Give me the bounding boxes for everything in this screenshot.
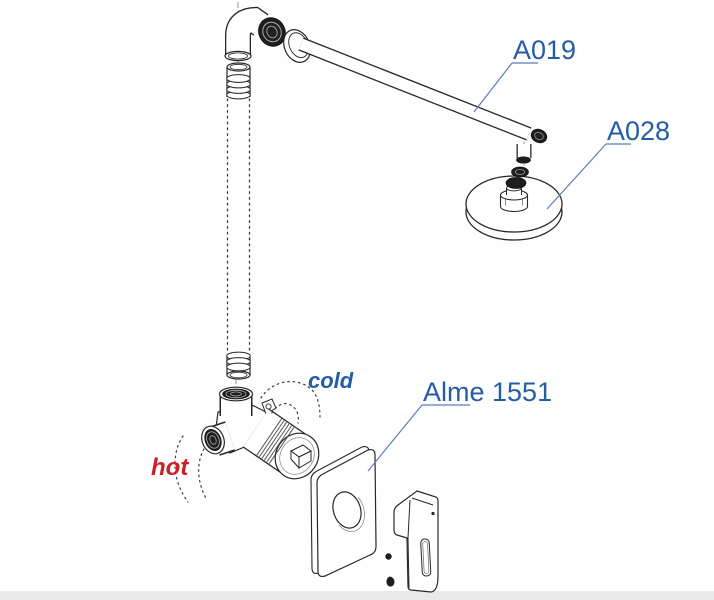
label-cold-inlet: cold	[308, 368, 354, 393]
handle-lever	[393, 490, 439, 593]
elbow-thread-nut	[258, 17, 286, 47]
leader-shower-arm	[473, 62, 538, 113]
mixer-valve	[201, 386, 320, 480]
handle-slot	[420, 538, 432, 577]
valve-spindle	[290, 444, 312, 470]
mounting-screws	[385, 553, 395, 587]
head-inlet	[505, 177, 527, 189]
hot-flow-arc	[174, 435, 208, 503]
cold-flow-arc	[260, 381, 321, 424]
handle-screw-hole	[431, 511, 435, 516]
label-shower-head: A028	[607, 116, 670, 146]
leader-lines	[367, 62, 631, 472]
label-mixer-model: Alme 1551	[423, 377, 552, 407]
arm-end-connector	[516, 128, 548, 164]
faceplate-hole	[332, 491, 362, 529]
valve-top-inlet	[218, 386, 254, 416]
footer-strip	[0, 591, 714, 600]
hot-inlet-port	[201, 421, 235, 456]
leader-mixer	[367, 404, 470, 472]
head-connector-nut	[499, 184, 529, 213]
arm-end-cap	[530, 128, 548, 144]
vertical-pipe	[226, 62, 251, 380]
valve-cartridge	[242, 408, 320, 480]
faceplate	[310, 446, 377, 578]
label-hot-inlet: hot	[151, 454, 189, 481]
shower-head	[465, 175, 563, 241]
valve-mount-lug	[261, 398, 277, 415]
pipe-elbow	[224, 6, 269, 62]
shower-arm	[298, 37, 532, 141]
connector-thread-ring	[516, 156, 531, 164]
head-gasket	[511, 166, 529, 178]
leader-shower-head	[546, 143, 631, 210]
label-shower-arm: A019	[513, 35, 576, 65]
